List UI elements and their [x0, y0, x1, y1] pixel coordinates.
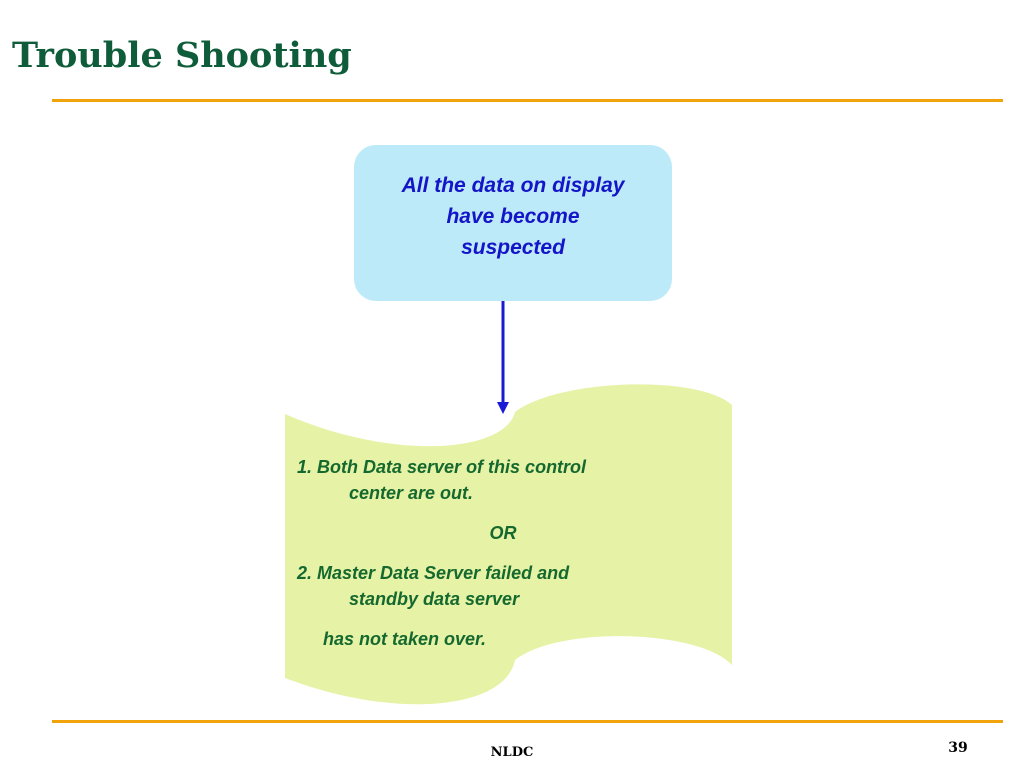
cause-2-line-1: 2. Master Data Server failed and [297, 563, 570, 583]
problem-box: All the data on display have become susp… [354, 145, 672, 301]
cause-1-line-1: 1. Both Data server of this control [297, 457, 587, 477]
cause-1-line-2: center are out. [349, 483, 474, 503]
title-underline [52, 99, 1003, 102]
or-separator: OR [489, 523, 517, 543]
connector-arrow-head [497, 402, 509, 414]
cause-item-2: 2. Master Data Server failed and standby… [297, 560, 717, 612]
problem-text: All the data on display have become susp… [402, 170, 625, 263]
cause-item-1: 1. Both Data server of this control cent… [297, 454, 717, 506]
slide-title: Trouble Shooting [12, 35, 352, 76]
problem-text-line-3: suspected [461, 235, 565, 259]
problem-text-line-2: have become [446, 204, 580, 228]
problem-text-line-1: All the data on display [401, 173, 625, 197]
cause-2-line-2: standby data server [349, 589, 520, 609]
footer-rule [52, 720, 1003, 723]
footer-org: NLDC [490, 745, 534, 760]
causes-text: 1. Both Data server of this control cent… [297, 454, 717, 652]
page-number: 39 [948, 740, 968, 756]
cause-2-line-3: has not taken over. [323, 629, 487, 649]
